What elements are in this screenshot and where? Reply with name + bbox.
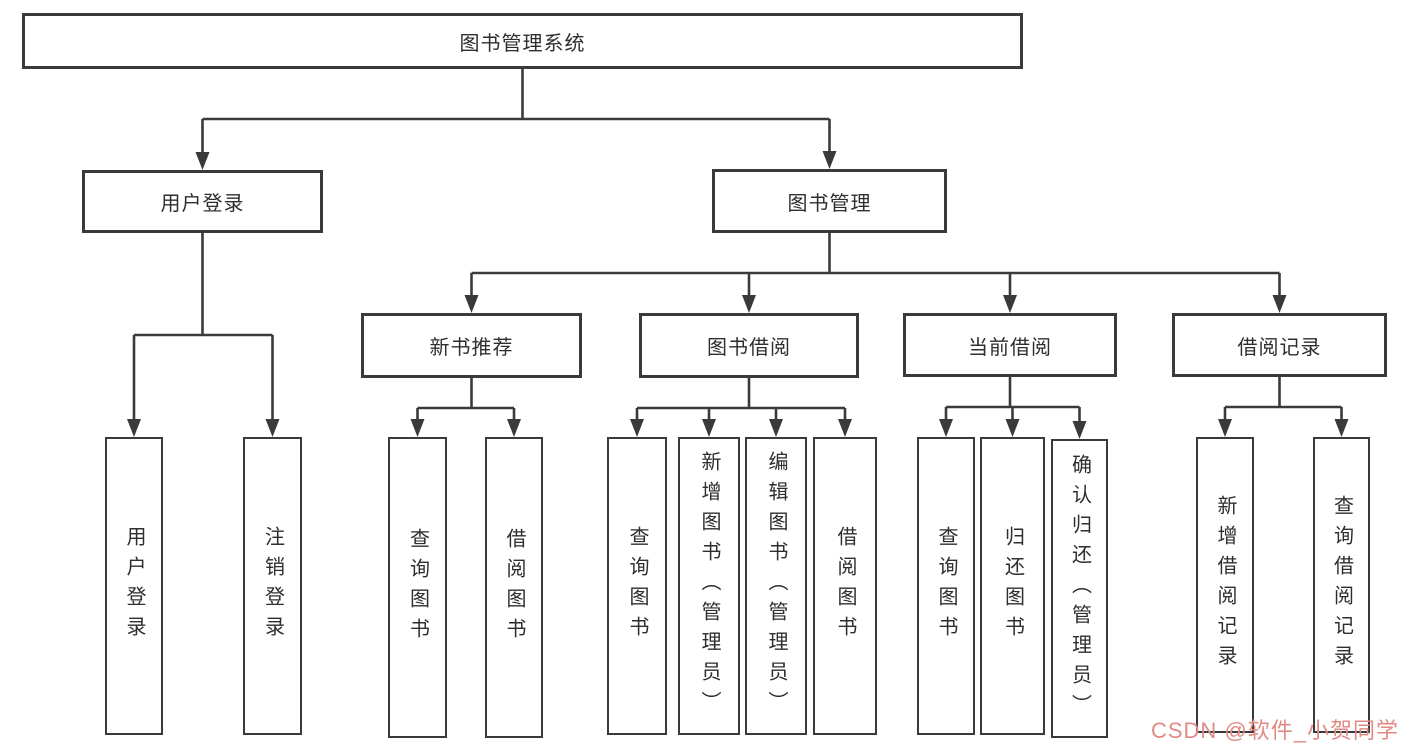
node-label: 图书管理: [787, 192, 872, 215]
node-br-add: 新增借阅记录: [1196, 437, 1254, 733]
node-label: 用户登录: [160, 193, 245, 215]
node-login: 用户登录: [105, 437, 163, 735]
node-book-borrow: 图书借阅: [639, 313, 859, 378]
node-label: 当前借阅: [968, 336, 1052, 359]
node-current-borrow: 当前借阅: [903, 313, 1117, 377]
node-new-books: 新书推荐: [361, 313, 582, 378]
node-label: 借阅图书: [503, 527, 525, 648]
node-label: 查询图书: [626, 526, 648, 646]
node-label: 新增图书（管理员）: [698, 451, 720, 721]
node-book-mgmt: 图书管理: [712, 169, 947, 233]
node-bb-add: 新增图书（管理员）: [678, 437, 740, 735]
node-br-query: 查询借阅记录: [1313, 437, 1370, 733]
node-cb-query: 查询图书: [917, 437, 975, 735]
node-label: 借阅记录: [1237, 336, 1322, 359]
watermark: CSDN @软件_小贺同学: [1150, 718, 1399, 743]
node-label: 新书推荐: [429, 337, 514, 359]
node-label: 借阅图书: [834, 526, 856, 646]
node-user-login: 用户登录: [82, 170, 323, 233]
node-bb-edit: 编辑图书（管理员）: [745, 437, 807, 735]
node-label: 确认归还（管理员）: [1068, 453, 1091, 724]
node-label: 查询图书: [935, 526, 957, 646]
node-label: 用户登录: [123, 526, 145, 646]
node-root: 图书管理系统: [22, 13, 1023, 69]
node-label: 查询借阅记录: [1330, 495, 1353, 675]
node-bb-query: 查询图书: [607, 437, 667, 735]
node-borrow-records: 借阅记录: [1172, 313, 1387, 377]
node-label: 归还图书: [1001, 526, 1024, 646]
node-bb-borrow: 借阅图书: [813, 437, 877, 735]
node-label: 新增借阅记录: [1214, 495, 1236, 675]
node-label: 注销登录: [261, 526, 284, 646]
node-label: 图书管理系统: [459, 32, 586, 55]
node-logout: 注销登录: [243, 437, 302, 735]
node-nb-borrow: 借阅图书: [485, 437, 543, 738]
node-cb-return: 归还图书: [980, 437, 1045, 735]
node-nb-query: 查询图书: [388, 437, 447, 738]
node-cb-confirm: 确认归还（管理员）: [1051, 439, 1108, 738]
node-label: 图书借阅: [707, 337, 791, 359]
node-label: 编辑图书（管理员）: [765, 451, 787, 721]
node-label: 查询图书: [406, 527, 429, 648]
